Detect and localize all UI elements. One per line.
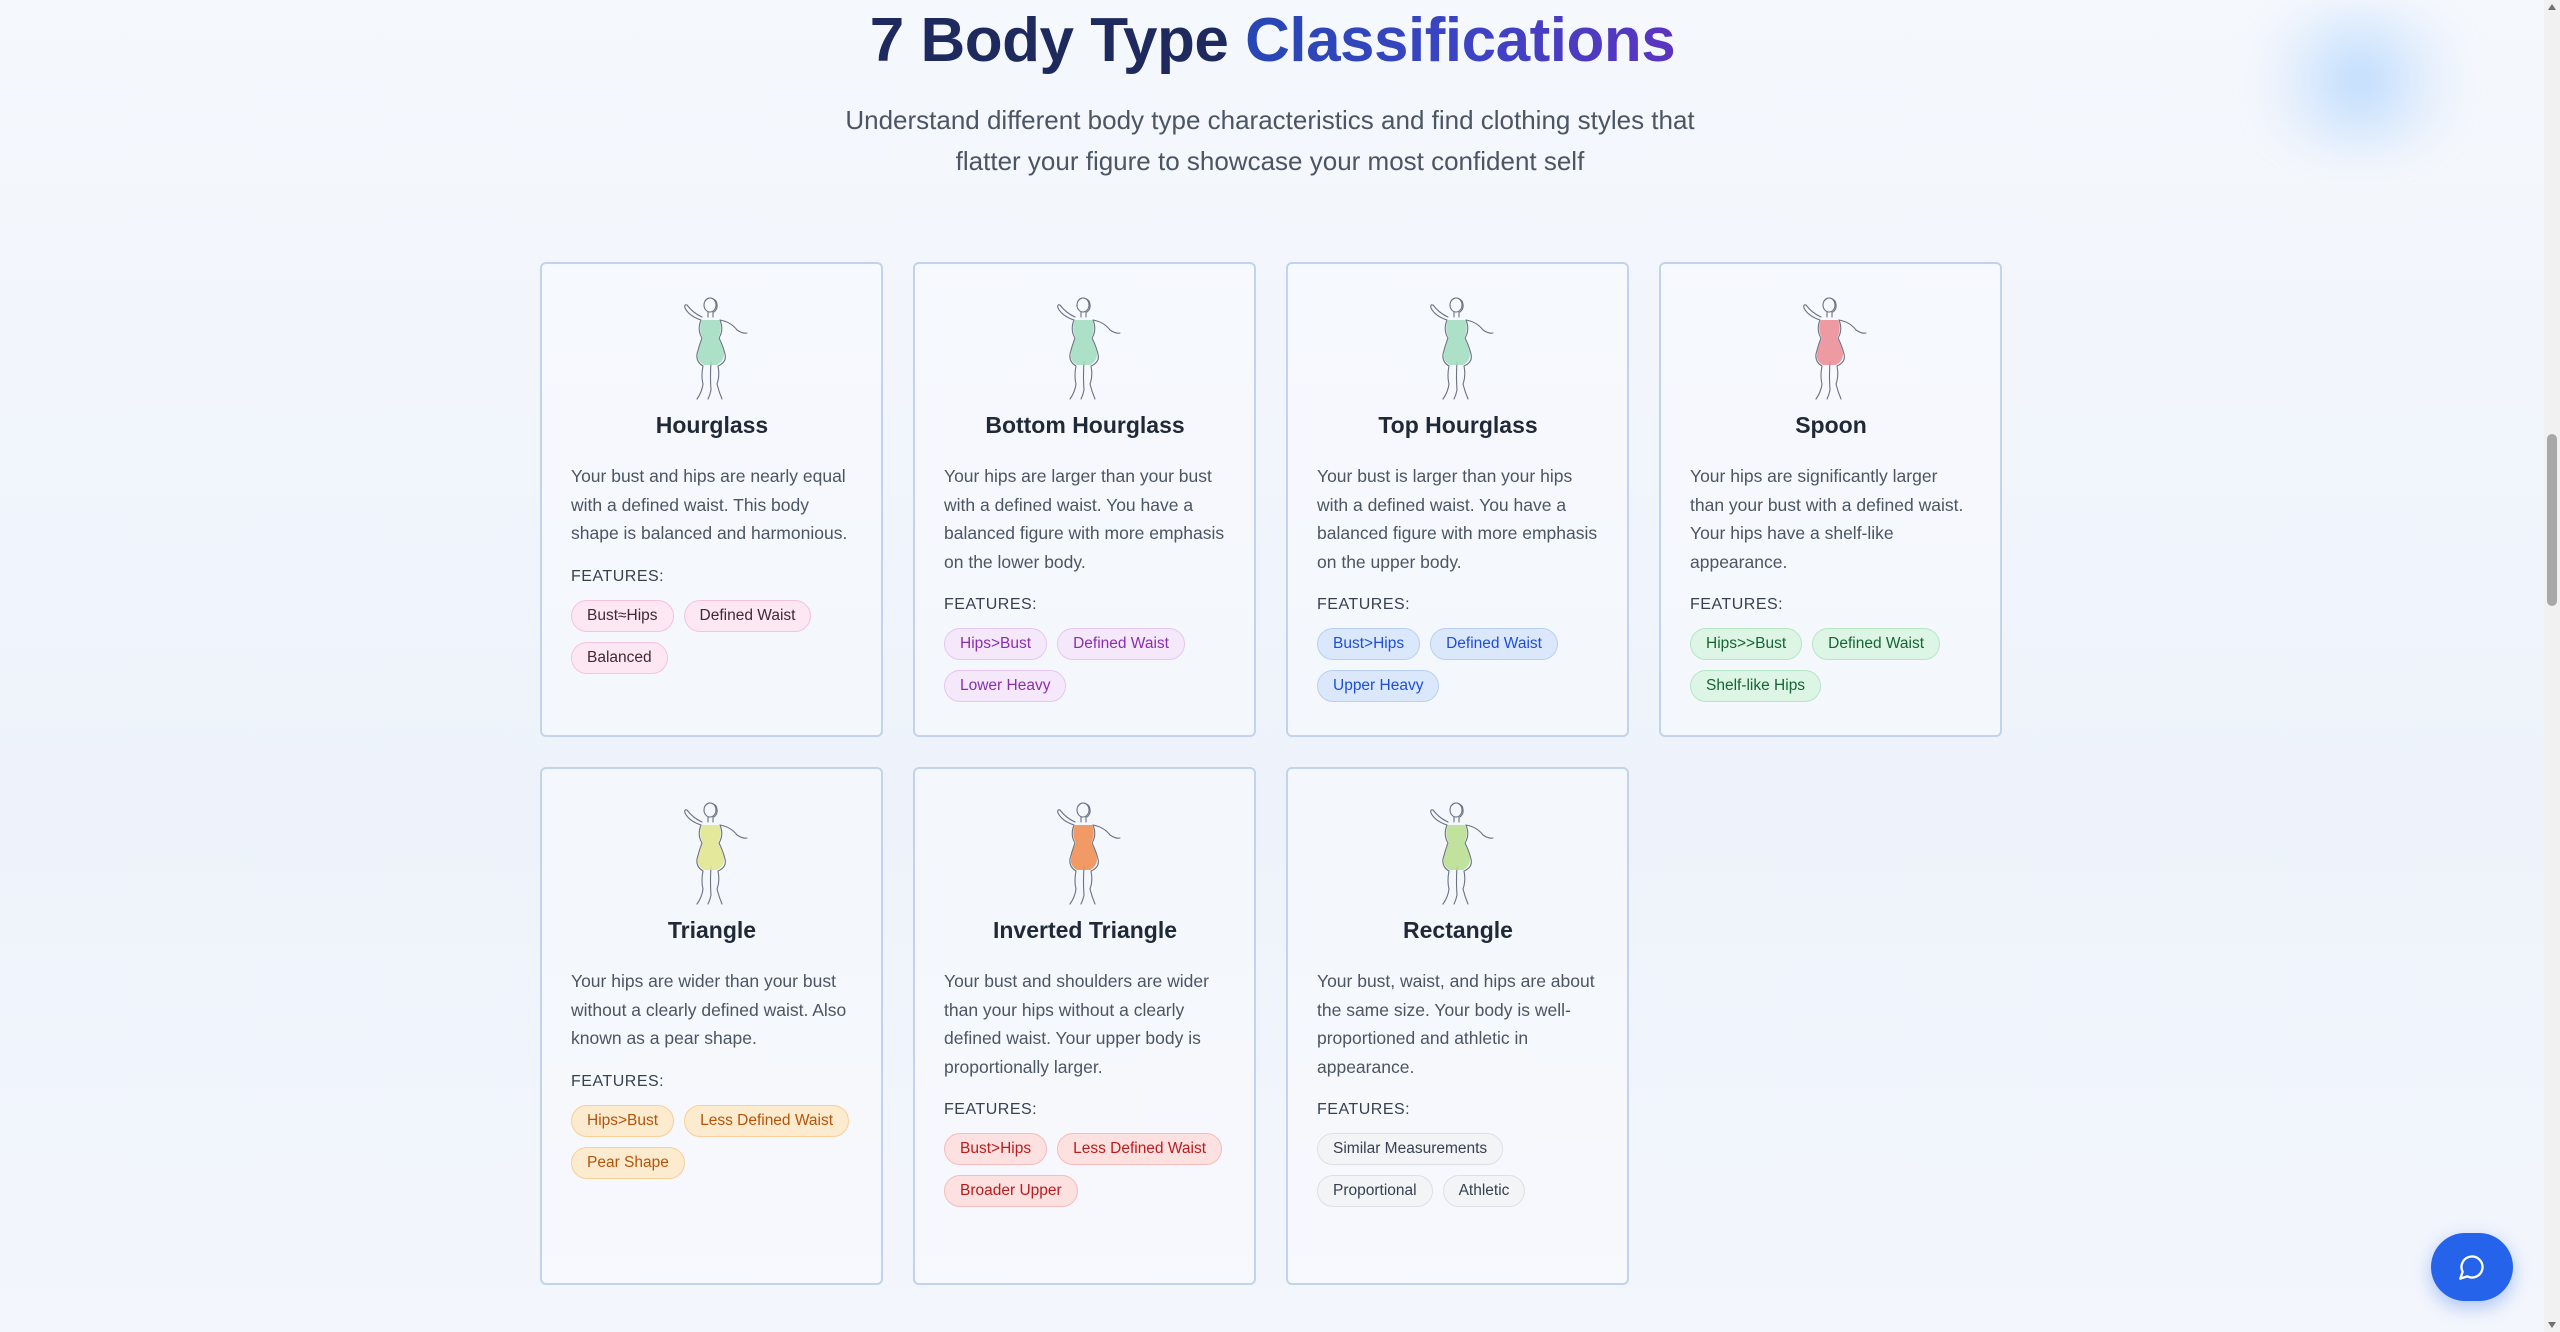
card-description: Your bust and shoulders are wider than y… [944,971,1209,1077]
scroll-down-arrow-icon[interactable] [2548,1322,2556,1328]
feature-tag: Less Defined Waist [684,1104,850,1137]
feature-tag: Proportional [1317,1175,1433,1207]
feature-tag: Similar Measurements [1317,1133,1504,1165]
chat-button[interactable] [2431,1233,2513,1301]
feature-tag: Upper Heavy [1317,670,1440,702]
card-title: Inverted Triangle [992,917,1178,943]
card-description: Your hips are significantly larger than … [1690,466,1964,572]
spoon-figure-icon [1803,297,1867,400]
card-title: Spoon [1795,412,1867,438]
chat-bubble-icon [2459,1255,2484,1280]
card-description: Your hips are larger than your bust with… [944,466,1225,572]
card-title: Top Hourglass [1378,412,1538,438]
feature-tag: Balanced [571,641,668,674]
triangle-figure-icon [684,802,748,905]
bottom-hourglass-figure-icon [1057,297,1121,400]
page-scrollbar[interactable] [2544,0,2560,1332]
features-label: FEATURES: [1317,1101,1411,1118]
features-label: FEATURES: [1317,596,1411,613]
card-description: Your bust, waist, and hips are about the… [1317,971,1595,1077]
page-title-part1: 7 Body Type [869,6,1229,75]
feature-tag: Hips>>Bust [1690,628,1803,660]
feature-tag: Broader Upper [944,1175,1078,1207]
feature-tag: Bust≈Hips [571,599,674,632]
background-blur-decoration [2240,0,2480,160]
card-title: Hourglass [655,412,769,438]
scroll-up-arrow-icon[interactable] [2548,4,2556,10]
page-title-part2: Classifications [1245,6,1676,75]
top-hourglass-figure-icon [1430,297,1494,400]
card-description: Your bust and hips are nearly equal with… [571,466,848,543]
feature-tag: Hips>Bust [944,628,1048,660]
features-label: FEATURES: [1690,596,1784,613]
features-label: FEATURES: [571,567,665,585]
feature-tag: Shelf-like Hips [1690,670,1822,702]
page-title: 7 Body Type Classifications [0,6,2545,76]
feature-tag: Bust>Hips [1317,628,1421,660]
feature-tag: Hips>Bust [571,1104,675,1137]
card-description: Your bust is larger than your hips with … [1317,466,1598,572]
feature-tag: Defined Waist [1057,628,1185,660]
feature-tag: Bust>Hips [944,1133,1048,1165]
rectangle-figure-icon [1430,802,1494,905]
feature-tag: Athletic [1442,1175,1526,1207]
scrollbar-thumb[interactable] [2547,434,2557,606]
features-label: FEATURES: [571,1072,665,1090]
card-description: Your hips are wider than your bust witho… [571,971,847,1048]
hourglass-figure-icon [684,297,748,400]
feature-tag: Less Defined Waist [1057,1133,1223,1165]
page-subtitle: Understand different body type character… [845,105,1695,176]
features-label: FEATURES: [944,596,1038,613]
feature-tag: Defined Waist [1430,628,1558,660]
card-title: Bottom Hourglass [985,412,1185,438]
feature-tag: Defined Waist [1812,628,1941,660]
features-label: FEATURES: [944,1101,1038,1118]
card-title: Rectangle [1403,917,1513,943]
feature-tag: Lower Heavy [944,670,1067,702]
feature-tag: Pear Shape [571,1146,685,1179]
card-title: Triangle [667,917,757,943]
feature-tag: Defined Waist [683,599,812,632]
inverted-triangle-figure-icon [1057,802,1121,905]
